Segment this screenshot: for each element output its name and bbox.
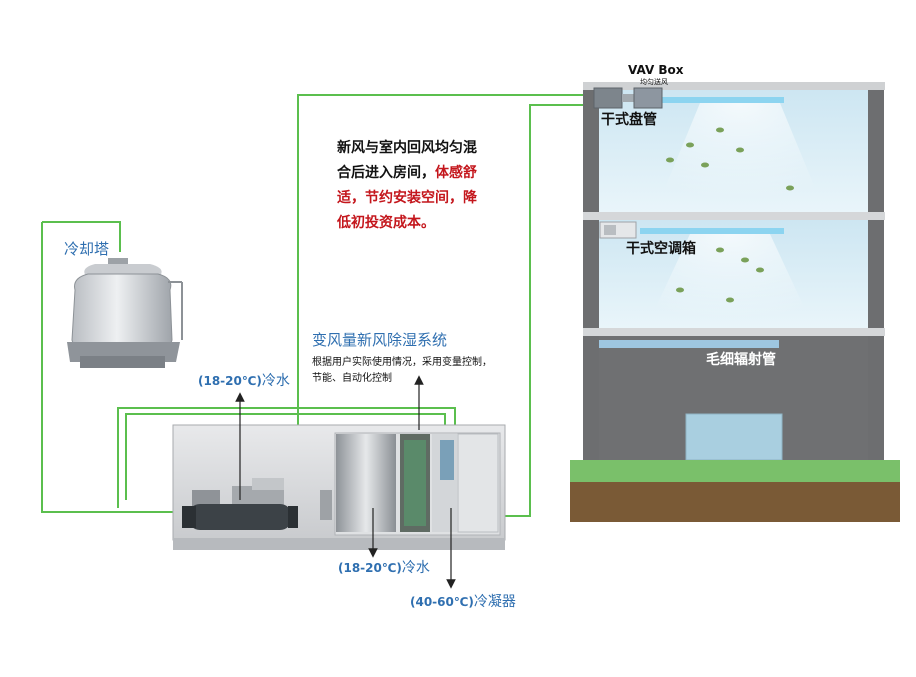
cooling-tower-label: 冷却塔 [64, 240, 110, 258]
cooling-tower-icon [67, 258, 183, 368]
description-line-2a: 合后进入房间， [337, 165, 435, 181]
description-line-3: 适，节约安装空间，降 [337, 190, 477, 206]
cold-water-up-range: (18-20℃) [198, 374, 262, 388]
condenser-range: (40-60℃) [410, 595, 474, 609]
chiller-icon [182, 478, 298, 530]
cold-water-down-text: 冷水 [401, 560, 430, 576]
unit-note-line-2: 节能、自动化控制 [312, 373, 392, 384]
air-handler-icon [599, 221, 637, 239]
dehumidification-unit [172, 424, 506, 550]
unit-note-line-1: 根据用户实际使用情况，采用变量控制， [312, 357, 492, 368]
floor1-label: 干式盘管 [601, 112, 657, 128]
return-pipe [505, 104, 590, 517]
description-text: 新风与室内回风均匀混 合后进入房间，体感舒 适，节约安装空间，降 低初投资成本。 [337, 136, 477, 236]
vav-box-label: VAV Box 均匀送风 [628, 63, 684, 87]
vav-title: VAV Box [628, 63, 684, 77]
floor3-label: 毛细辐射管 [706, 352, 776, 368]
supply-air-pipe [297, 94, 590, 512]
cooling-tower-pipe [41, 222, 190, 513]
vav-box-icon [593, 87, 663, 109]
inner-loop [117, 407, 456, 508]
vav-subtitle: 均匀送风 [640, 78, 668, 86]
flow-arrows [235, 375, 456, 589]
leaf-icon [666, 127, 794, 303]
cold-water-down-label: (18-20℃)冷水 [338, 557, 430, 577]
description-line-1: 新风与室内回风均匀混 [337, 140, 477, 156]
cooling-tower-pipe-top [42, 221, 121, 252]
cold-water-up-text: 冷水 [261, 373, 290, 389]
building [570, 82, 900, 522]
floor2-label: 干式空调箱 [626, 241, 696, 257]
cold-water-down-range: (18-20℃) [338, 561, 402, 575]
pipe-network [41, 94, 590, 517]
unit-note: 根据用户实际使用情况，采用变量控制， 节能、自动化控制 [312, 355, 492, 387]
description-line-4: 低初投资成本。 [337, 215, 435, 231]
description-line-2b: 体感舒 [435, 165, 477, 181]
cold-water-up-label: (18-20℃)冷水 [198, 370, 290, 390]
unit-title: 变风量新风除湿系统 [312, 331, 448, 349]
condenser-text: 冷凝器 [473, 594, 516, 610]
condenser-label: (40-60℃)冷凝器 [410, 591, 516, 611]
description-line-2: 合后进入房间，体感舒 [337, 161, 477, 186]
